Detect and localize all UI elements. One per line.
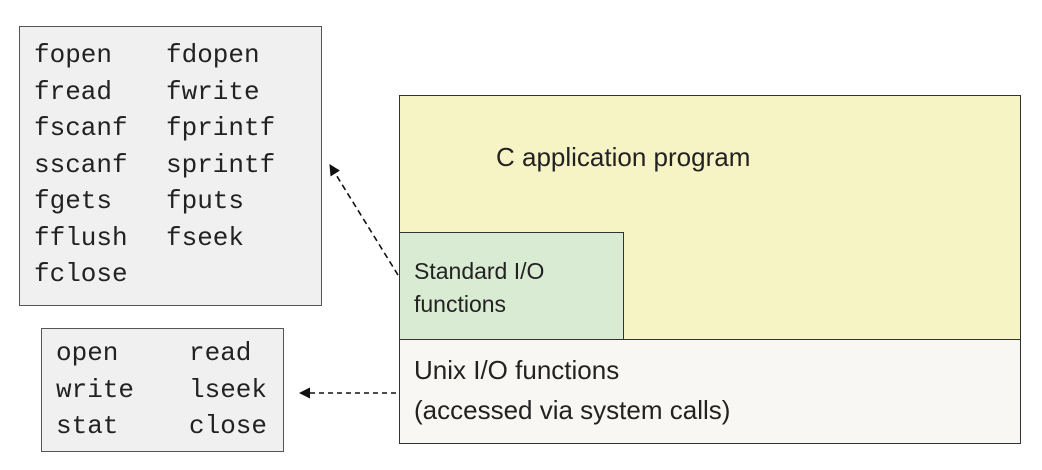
unix-list-column-2: read lseek close — [189, 335, 267, 445]
function-name: read — [189, 338, 252, 368]
function-name: fseek — [166, 222, 245, 253]
function-name: fscanf — [34, 113, 128, 143]
function-name: close — [189, 411, 268, 441]
stdio-function-list: fopen fread fscanf sscanf fgets fflush f… — [19, 26, 322, 306]
unix-list-column-1: open write stat — [56, 335, 134, 445]
function-name: fopen — [34, 40, 113, 70]
function-name: fprintf — [166, 113, 276, 143]
function-name: sprintf — [166, 149, 276, 180]
function-name: open — [56, 338, 119, 368]
function-name: sscanf — [34, 149, 128, 180]
function-name: fread — [34, 76, 113, 107]
std-label-line-2: functions — [414, 291, 507, 317]
arrow-to-stdio-list — [329, 164, 399, 276]
unix-io-functions-region: Unix I/O functions (accessed via system … — [399, 339, 1021, 444]
unix-label-line-2: (accessed via system calls) — [414, 395, 731, 425]
std-region-label: Standard I/O functions — [414, 255, 614, 321]
unix-io-function-list: open write stat read lseek close — [41, 328, 284, 452]
function-name: stat — [56, 411, 119, 441]
function-name: lseek — [189, 374, 268, 405]
unix-region-label: Unix I/O functions (accessed via system … — [414, 350, 730, 430]
stdio-list-column-2: fdopen fwrite fprintf sprintf fputs fsee… — [166, 37, 275, 256]
function-name: fdopen — [166, 40, 260, 70]
function-name: fflush — [34, 222, 128, 253]
stdio-list-column-1: fopen fread fscanf sscanf fgets fflush f… — [34, 37, 128, 293]
function-name: fwrite — [166, 76, 260, 107]
function-name: fputs — [166, 186, 245, 216]
std-label-line-1: Standard I/O — [414, 258, 545, 284]
app-region-label: C application program — [496, 142, 751, 172]
function-name: fclose — [34, 259, 128, 289]
unix-label-line-1: Unix I/O functions — [414, 355, 620, 385]
function-name: fgets — [34, 186, 113, 216]
function-name: write — [56, 374, 135, 405]
